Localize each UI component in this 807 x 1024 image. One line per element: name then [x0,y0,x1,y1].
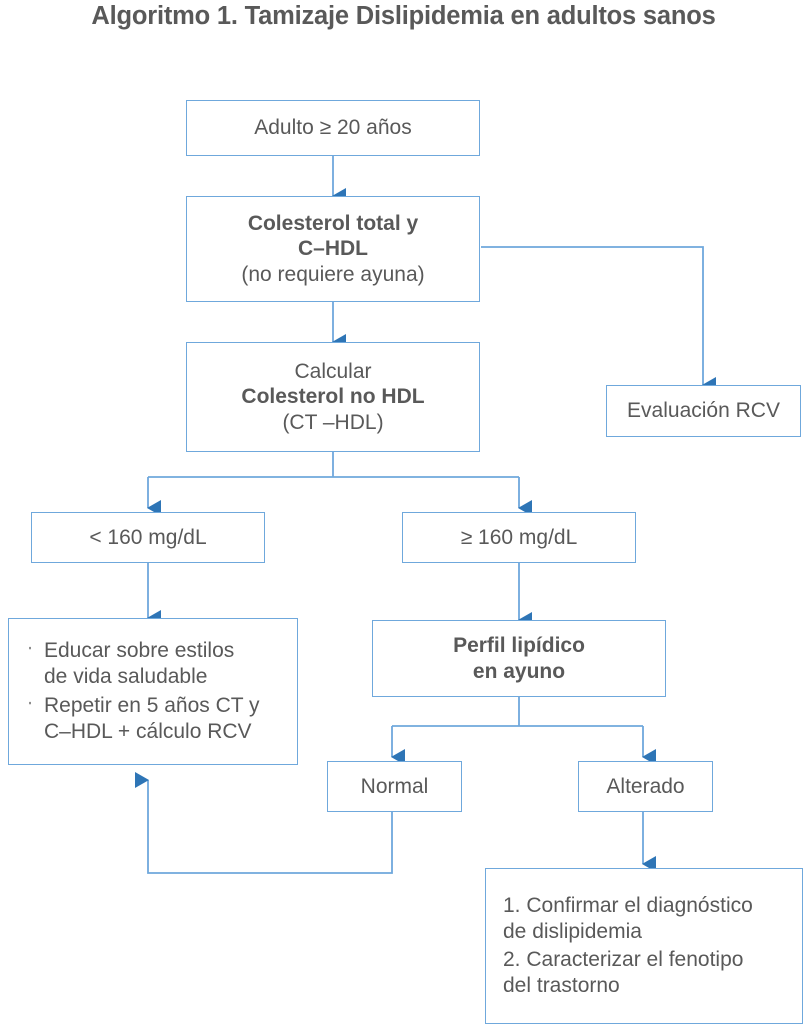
list-item: 1. Confirmar el diagnóstico de dislipide… [503,893,753,943]
node-perfil-line-1: Perfil lipídico [453,633,585,657]
node-menor-160-mgdl[interactable]: < 160 mg/dL [31,512,265,563]
list-item: ‧ Repetir en 5 años CT y C–HDL + cálculo… [27,693,297,746]
node-mayor-igual-160-label: ≥ 160 mg/dL [460,525,578,549]
node-alterado[interactable]: Alterado [578,761,713,812]
educar-bullet-list: ‧ Educar sobre estilos de vida saludable… [9,635,297,749]
bullet-icon: ‧ [27,638,34,660]
node-confirmar-diagnostico[interactable]: 1. Confirmar el diagnóstico de dislipide… [485,868,803,1024]
list-item: 2. Caracterizar el fenotipo del trastorn… [503,948,744,998]
node-perfil-lipidico-ayuno[interactable]: Perfil lipídico en ayuno [372,620,666,697]
node-calcular-line-2: Colesterol no HDL [241,385,425,409]
bullet-icon: ‧ [27,694,34,715]
node-normal[interactable]: Normal [327,761,462,812]
node-normal-label: Normal [360,774,429,798]
node-colesterol-line-1: Colesterol total y [247,211,419,235]
node-evaluacion-rcv-label: Evaluación RCV [627,399,780,423]
node-adulto-line-1: Adulto ≥ 20 años [254,116,412,140]
node-colesterol-line-2: C–HDL [297,237,368,261]
diagnostico-numbered-list: 1. Confirmar el diagnóstico de dislipide… [486,891,802,1002]
node-perfil-line-2: en ayuno [472,659,566,683]
node-adulto-20-anos[interactable]: Adulto ≥ 20 años [186,100,480,156]
edge-colesterol-to-rcv [481,246,716,393]
node-colesterol-line-3: (no requiere ayuna) [241,262,425,286]
node-mayor-igual-160-mgdl[interactable]: ≥ 160 mg/dL [402,512,636,563]
list-item: ‧ Educar sobre estilos de vida saludable [27,638,297,691]
node-evaluacion-rcv[interactable]: Evaluación RCV [606,385,801,437]
node-menor-160-label: < 160 mg/dL [89,525,207,549]
node-calcular-colesterol-no-hdl[interactable]: Calcular Colesterol no HDL (CT –HDL) [186,342,480,452]
page-title: Algoritmo 1. Tamizaje Dislipidemia en ad… [91,2,716,30]
educar-bullet-2-text: Repetir en 5 años CT y C–HDL + cálculo R… [44,694,260,744]
node-educar-repetir[interactable]: ‧ Educar sobre estilos de vida saludable… [8,618,298,765]
node-calcular-line-3: (CT –HDL) [282,410,384,434]
node-calcular-line-1: Calcular [294,359,372,383]
node-alterado-label: Alterado [606,774,685,798]
node-colesterol-total-chdl[interactable]: Colesterol total y C–HDL (no requiere ay… [186,196,480,302]
educar-bullet-1-text: Educar sobre estilos de vida saludable [44,638,235,688]
